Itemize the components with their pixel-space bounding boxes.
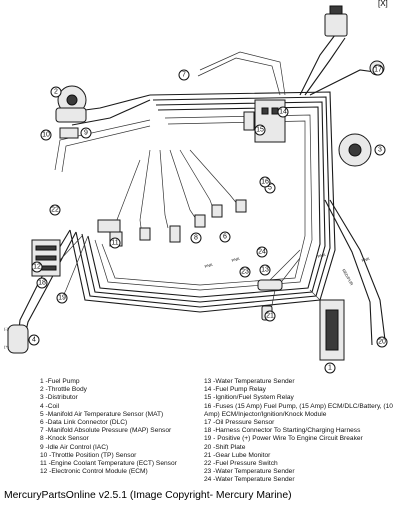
wire-tag: PNK — [317, 252, 327, 259]
legend-item: 13 -Water Temperature Sender — [204, 378, 295, 385]
svg-text:13: 13 — [261, 267, 269, 274]
svg-text:5: 5 — [268, 185, 272, 192]
svg-text:16: 16 — [261, 179, 269, 186]
parts-legend: 1 -Fuel Pump 2 -Throttle Body 3 -Distrib… — [0, 378, 400, 486]
legend-right-column: 13 -Water Temperature Sender 14 -Fuel Pu… — [204, 378, 398, 485]
svg-text:21: 21 — [266, 313, 274, 320]
callout-13: 13 — [259, 264, 271, 276]
legend-item: 14 -Fuel Pump Relay — [204, 386, 266, 394]
legend-item: 11 -Engine Coolant Temperature (ECT) Sen… — [40, 460, 177, 468]
callout-2: 2 — [50, 86, 62, 98]
callout-23: 23 — [239, 266, 251, 278]
svg-text:17: 17 — [374, 67, 382, 74]
legend-item: 1 -Fuel Pump — [40, 378, 80, 385]
callout-16: 16 — [259, 176, 271, 188]
legend-item: 22 -Fuel Pressure Switch — [204, 460, 278, 468]
legend-item: 17 -Oil Pressure Sensor — [204, 419, 275, 427]
component-parts — [7, 5, 385, 361]
legend-item: 23 -Water Temperature Sender — [204, 468, 295, 476]
legend-item: 5 -Manifold Air Temperature Sensor (MAT) — [40, 410, 164, 418]
svg-text:22: 22 — [51, 207, 59, 214]
svg-text:20: 20 — [378, 339, 386, 346]
legend-item: 21 -Gear Lube Monitor — [204, 451, 271, 459]
coil-negative-tag: (-) — [4, 326, 9, 331]
legend-item: 3 -Distributor — [40, 394, 78, 402]
callout-22: 22 — [49, 204, 61, 216]
callout-20: 20 — [376, 336, 388, 348]
svg-text:10: 10 — [42, 132, 50, 139]
legend-item: 8 -Knock Sensor — [40, 435, 89, 443]
svg-text:12: 12 — [33, 264, 41, 271]
legend-item: 4 -Coil — [40, 402, 60, 410]
svg-text:3: 3 — [378, 147, 382, 154]
callout-18: 18 — [36, 277, 48, 289]
callout-12: 12 — [31, 261, 43, 273]
callout-14: 14 — [277, 106, 289, 118]
svg-text:8: 8 — [194, 235, 198, 242]
legend-left-column: 1 -Fuel Pump 2 -Throttle Body 3 -Distrib… — [40, 378, 200, 476]
callout-8: 8 — [190, 232, 202, 244]
wire-tag: PNK — [231, 256, 241, 263]
wire-harness — [17, 34, 386, 346]
svg-text:1: 1 — [328, 365, 332, 372]
callout-7: 7 — [178, 69, 190, 81]
legend-item: 24 -Water Temperature Sender — [204, 476, 295, 484]
svg-text:9: 9 — [84, 130, 88, 137]
callout-6: 6 — [219, 231, 231, 243]
svg-text:7: 7 — [182, 72, 186, 79]
legend-item: 16 -Fuses (15 Amp) Fuel Pump, (15 Amp) E… — [204, 402, 393, 418]
callout-9: 9 — [80, 127, 92, 139]
callout-1: 1 — [324, 362, 336, 374]
callout-21: 21 — [264, 310, 276, 322]
legend-item: 12 -Electronic Control Module (ECM) — [40, 468, 148, 476]
legend-item: 10 -Throttle Position (TP) Sensor — [40, 451, 137, 459]
svg-text:4: 4 — [32, 337, 36, 344]
legend-item: 9 -Idle Air Control (IAC) — [40, 443, 109, 451]
svg-text:2: 2 — [54, 89, 58, 96]
callout-24: 24 — [256, 246, 268, 258]
corner-mark: [X] — [378, 0, 388, 8]
wire-tag: PNK — [204, 262, 214, 269]
svg-text:15: 15 — [256, 127, 264, 134]
callout-10: 10 — [40, 129, 52, 141]
coil-positive-tag: (+) — [4, 344, 10, 349]
wire-tag: PNK — [361, 256, 371, 263]
callout-3: 3 — [374, 144, 386, 156]
callouts: 1 2 3 4 5 6 7 8 9 10 11 12 13 14 15 16 1… — [28, 64, 388, 374]
callout-15: 15 — [254, 124, 266, 136]
svg-text:19: 19 — [58, 295, 66, 302]
callout-19: 19 — [56, 292, 68, 304]
legend-item: 15 -Ignition/Fuel System Relay — [204, 394, 294, 402]
legend-item: 20 -Shift Plate — [204, 443, 246, 451]
svg-text:6: 6 — [223, 234, 227, 241]
wire-tag: RED/PUR — [341, 268, 354, 286]
legend-item: 18 -Harness Connector To Starting/Chargi… — [204, 427, 361, 435]
svg-text:14: 14 — [279, 109, 287, 116]
callout-11: 11 — [109, 237, 121, 249]
callout-4: 4 — [28, 334, 40, 346]
callout-17: 17 — [372, 64, 384, 76]
legend-item: 6 -Data Link Connector (DLC) — [40, 419, 128, 427]
legend-item: 19 - Positive (+) Power Wire To Engine C… — [204, 435, 363, 443]
svg-text:23: 23 — [241, 269, 249, 276]
svg-text:11: 11 — [111, 240, 118, 247]
copyright-caption: MercuryPartsOnline v2.5.1 (Image Copyrig… — [4, 490, 292, 501]
svg-text:24: 24 — [258, 249, 266, 256]
engine-wiring-diagram: [X] — [4, 0, 388, 374]
svg-text:18: 18 — [38, 280, 46, 287]
legend-item: 7 -Manifold Absolute Pressure (MAP) Sens… — [40, 427, 172, 435]
legend-item: 2 -Throttle Body — [40, 386, 87, 394]
